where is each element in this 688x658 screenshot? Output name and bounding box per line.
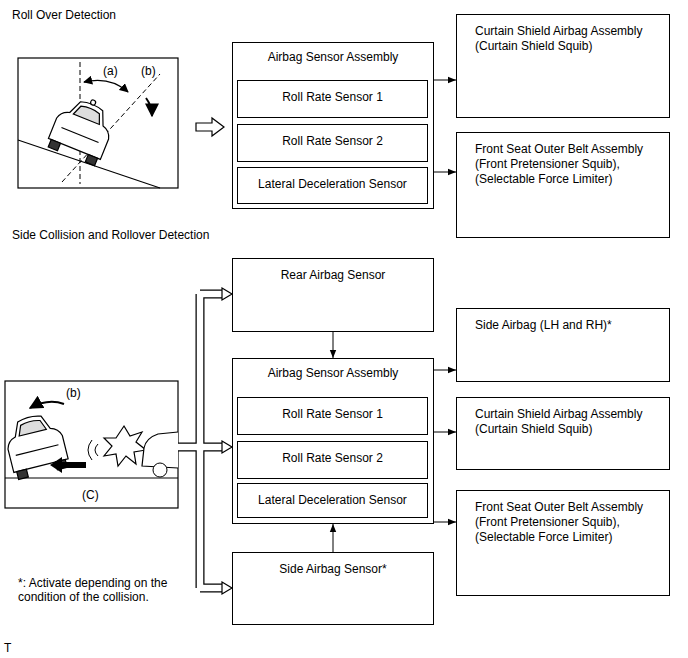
- direction-label: (C): [82, 488, 99, 502]
- signal-arrow: [434, 80, 456, 81]
- footnote: *: Activate depending on the condition o…: [18, 576, 188, 605]
- signal-arrow: [434, 432, 456, 433]
- signal-arrow: [434, 172, 456, 173]
- sensor-box: Roll Rate Sensor 2: [237, 441, 428, 479]
- node-text: Airbag Sensor Assembly: [239, 50, 427, 65]
- node-text: Roll Rate Sensor 2: [244, 451, 421, 466]
- node-text: Side Airbag Sensor*: [239, 562, 427, 577]
- sensor-box: Rear Airbag Sensor: [232, 258, 434, 332]
- node-text: Front Seat Outer Belt Assembly (Front Pr…: [475, 500, 661, 545]
- rollover-illustration: [18, 58, 178, 188]
- figure-mark: T: [4, 641, 11, 655]
- node-text: Roll Rate Sensor 2: [244, 134, 421, 149]
- signal-arrow: [434, 522, 456, 523]
- angle-label: (b): [141, 64, 156, 78]
- node-text: Curtain Shield Airbag Assembly (Curtain …: [475, 24, 661, 54]
- section-heading: Roll Over Detection: [12, 8, 116, 22]
- hollow-arrow: [196, 118, 224, 136]
- sensor-box: Roll Rate Sensor 2: [237, 124, 428, 162]
- sensor-assembly: Airbag Sensor AssemblyRoll Rate Sensor 1…: [232, 42, 434, 209]
- node-text: Lateral Deceleration Sensor: [244, 493, 421, 508]
- output-box: Curtain Shield Airbag Assembly (Curtain …: [456, 397, 670, 470]
- sensor-box: Side Airbag Sensor*: [232, 552, 434, 625]
- node-text: Side Airbag (LH and RH)*: [475, 318, 661, 333]
- node-text: Curtain Shield Airbag Assembly (Curtain …: [475, 407, 661, 437]
- node-text: Rear Airbag Sensor: [239, 268, 427, 283]
- output-box: Curtain Shield Airbag Assembly (Curtain …: [456, 14, 670, 118]
- node-text: Roll Rate Sensor 1: [244, 90, 421, 105]
- output-box: Front Seat Outer Belt Assembly (Front Pr…: [456, 490, 670, 596]
- signal-arrow: [333, 332, 334, 358]
- sensor-box: Lateral Deceleration Sensor: [237, 167, 428, 204]
- node-text: Airbag Sensor Assembly: [239, 366, 427, 381]
- sensor-box: Lateral Deceleration Sensor: [237, 483, 428, 518]
- sensor-assembly: Airbag Sensor AssemblyRoll Rate Sensor 1…: [232, 358, 434, 524]
- node-text: Roll Rate Sensor 1: [244, 407, 421, 422]
- angle-label: (a): [103, 64, 118, 78]
- sensor-box: Roll Rate Sensor 1: [237, 397, 428, 435]
- section-heading: Side Collision and Rollover Detection: [12, 228, 209, 242]
- output-box: Side Airbag (LH and RH)*: [456, 308, 670, 382]
- node-text: Front Seat Outer Belt Assembly (Front Pr…: [475, 142, 661, 187]
- sensor-box: Roll Rate Sensor 1: [237, 80, 428, 118]
- output-box: Front Seat Outer Belt Assembly (Front Pr…: [456, 132, 670, 238]
- node-text: Lateral Deceleration Sensor: [244, 177, 421, 192]
- side-collision-illustration: [2, 381, 178, 508]
- double-line-arrow: [176, 288, 232, 594]
- signal-arrow: [434, 370, 456, 371]
- signal-arrow: [333, 524, 334, 552]
- angle-label: (b): [66, 386, 81, 400]
